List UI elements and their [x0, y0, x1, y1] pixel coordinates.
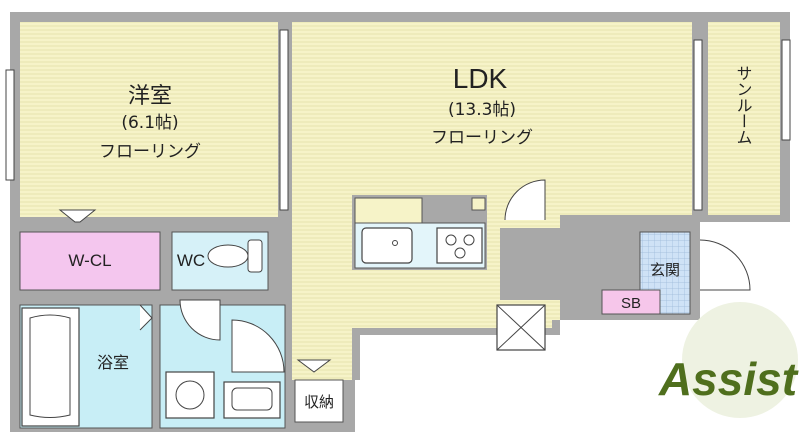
burner-icon-1 [445, 234, 457, 246]
kitchen-cabinet [471, 197, 486, 211]
stove-icon [436, 227, 483, 264]
wcl-label: W-CL [68, 251, 111, 270]
toilet-bowl-icon [207, 244, 249, 268]
ldk-name: LDK [453, 63, 508, 94]
western-room-name: 洋室 [128, 84, 172, 109]
storage-label: 収納 [304, 393, 334, 411]
window-right-ldk [693, 39, 703, 211]
bath-door-icon [139, 304, 153, 331]
sink-drain-icon [392, 240, 398, 246]
storage-room [294, 379, 344, 423]
bathtub-inner-icon [29, 314, 71, 418]
burner-icon-2 [463, 234, 475, 246]
ldk-door-icon [504, 179, 546, 221]
closet-door-icon [58, 209, 97, 223]
sunroom-floor [708, 22, 780, 215]
western-room-size: (6.1帖) [121, 113, 178, 133]
sunroom-label: サンルーム [734, 65, 753, 145]
logo-text: Assist [658, 353, 799, 405]
western-room-floor-label: フローリング [99, 142, 201, 162]
washroom-door-icon [231, 319, 285, 373]
burner-icon-3 [454, 247, 466, 259]
assist-logo: Assist [658, 302, 799, 418]
shoe-box [601, 289, 661, 315]
ldk-floor [292, 22, 692, 380]
window-left [5, 69, 15, 181]
kitchen-top [354, 197, 423, 224]
walk-in-closet [19, 231, 161, 291]
sink-icon [361, 227, 413, 264]
bath-label: 浴室 [97, 353, 129, 372]
wc-label: WC [177, 251, 205, 270]
ldk-size: (13.3帖) [448, 100, 516, 120]
entrance-label: 玄関 [650, 261, 680, 279]
washer-drum-icon [175, 380, 205, 410]
storage-door-icon [296, 359, 332, 373]
sb-label: SB [621, 295, 641, 312]
ldk-floor-label: フローリング [431, 128, 533, 148]
entrance-door-icon [699, 239, 751, 291]
wc-door-icon [179, 299, 221, 341]
washer-icon [165, 371, 215, 419]
window-sunroom [781, 39, 791, 141]
western-room-floor [20, 22, 278, 217]
toilet-tank-icon [247, 239, 263, 273]
vanity-basin-icon [231, 387, 273, 411]
window-mid [279, 29, 289, 211]
